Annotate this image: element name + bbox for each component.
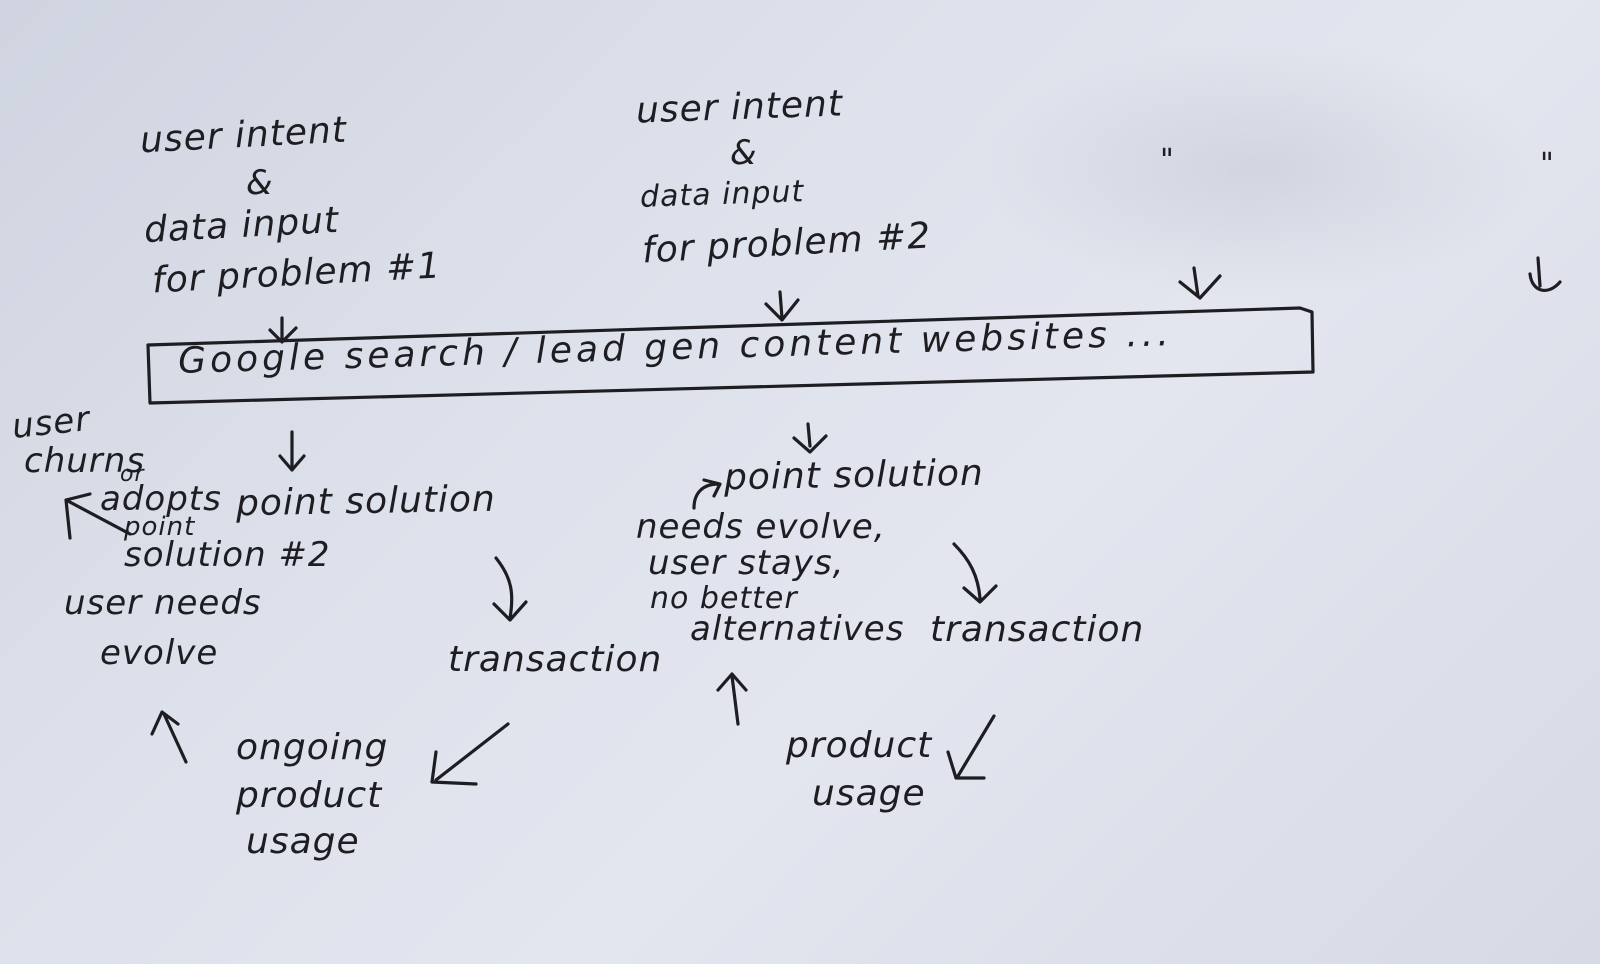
arrow-ditto-right bbox=[1528, 256, 1562, 292]
ampersand-1-label: & bbox=[246, 163, 274, 203]
stays-line3: no better bbox=[650, 581, 798, 616]
arrow-point-solution-to-transaction-2 bbox=[952, 542, 998, 604]
churn-line3: or bbox=[120, 462, 145, 487]
churn-line6: solution #2 bbox=[124, 535, 331, 575]
churn-line2: churns bbox=[24, 441, 146, 481]
arrow-transaction-to-product-usage bbox=[946, 714, 996, 780]
arrow-product-usage-to-stays bbox=[716, 672, 748, 726]
ongoing-usage-line1: ongoing bbox=[236, 727, 389, 768]
stays-line1: needs evolve, bbox=[636, 507, 886, 547]
data-input-2-label: data input bbox=[639, 174, 805, 215]
point-solution-1-label: point solution bbox=[235, 478, 497, 525]
transaction-2-label: transaction bbox=[930, 609, 1145, 650]
needs-evolve-line1: user needs bbox=[64, 583, 262, 623]
stays-line4: alternatives bbox=[690, 609, 905, 649]
ampersand-2-label: & bbox=[730, 133, 758, 173]
transaction-1-label: transaction bbox=[448, 639, 663, 680]
arrow-transaction-to-ongoing-usage bbox=[430, 722, 510, 786]
user-intent-2-label: user intent bbox=[635, 83, 844, 132]
arrow-point-solution-to-transaction-1 bbox=[492, 556, 528, 622]
product-usage-line2: usage bbox=[812, 773, 926, 814]
arrow-into-box-3 bbox=[1178, 266, 1222, 300]
ditto-mark-1: " bbox=[1160, 143, 1175, 178]
churn-line1: user bbox=[10, 399, 93, 447]
arrow-stays-to-point-solution-2 bbox=[692, 478, 722, 510]
product-usage-line1: product bbox=[786, 725, 933, 766]
data-input-1-label: data input bbox=[143, 199, 341, 252]
arrow-box-to-point-solution-2 bbox=[792, 422, 828, 454]
point-solution-2-label: point solution bbox=[723, 452, 985, 499]
churn-line5: point bbox=[124, 512, 196, 542]
ongoing-usage-line2: product bbox=[236, 775, 383, 816]
needs-evolve-line2: evolve bbox=[100, 633, 219, 673]
arrow-ongoing-usage-to-needs-evolve bbox=[150, 710, 188, 764]
stays-line2: user stays, bbox=[648, 543, 845, 583]
arrow-box-to-point-solution-1 bbox=[278, 430, 306, 472]
arrow-into-box-1 bbox=[268, 316, 298, 344]
arrow-to-churn bbox=[64, 492, 132, 540]
paper-shadow bbox=[980, 40, 1540, 300]
channel-box-outline bbox=[146, 306, 1315, 405]
ditto-mark-2: " bbox=[1540, 147, 1555, 182]
ongoing-usage-line3: usage bbox=[246, 821, 360, 862]
churn-line4: adopts bbox=[100, 479, 222, 519]
arrow-into-box-2 bbox=[764, 290, 800, 322]
